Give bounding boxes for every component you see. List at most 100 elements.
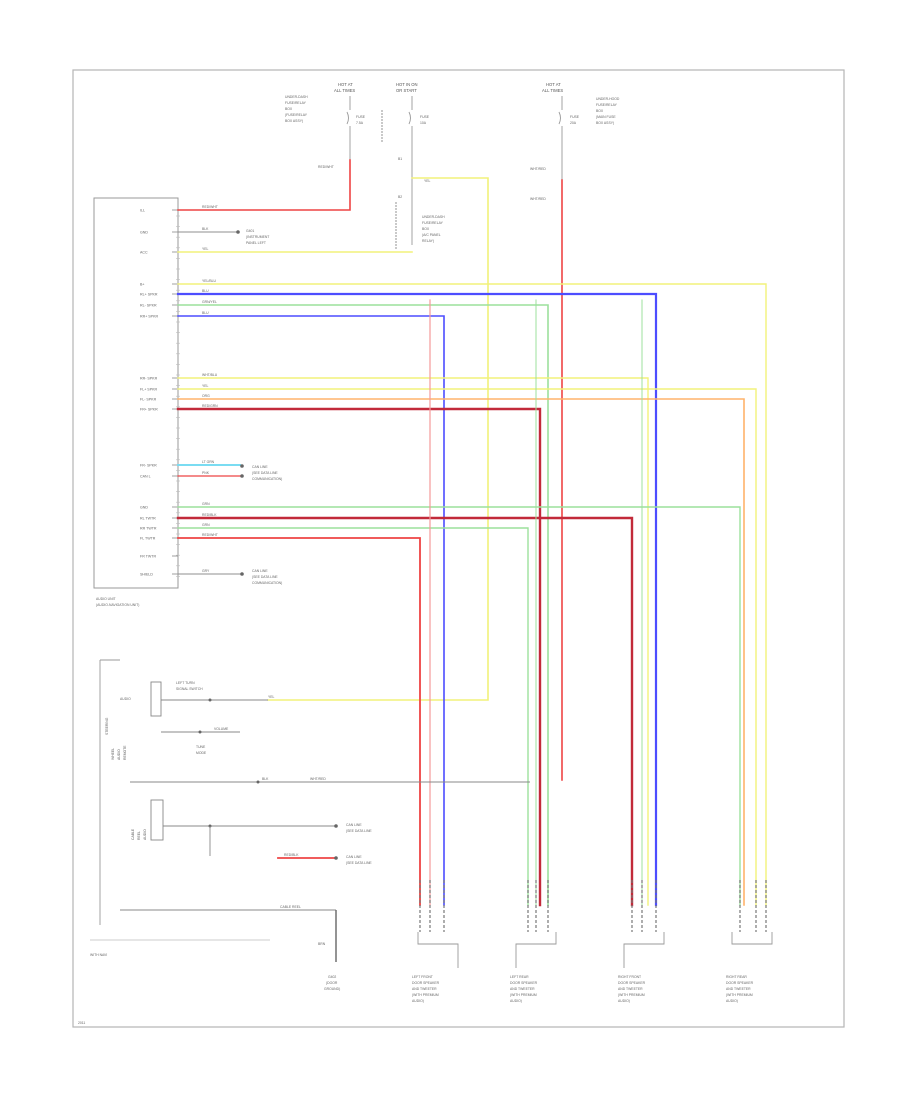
ill-gnd-line2: (INSTRUMENT: [246, 235, 269, 239]
wire-blue-fl: [177, 315, 445, 906]
fuse-a-box-line5: BOX ASSY): [285, 119, 303, 123]
spk1-line4: (WITH PREMIUM: [412, 993, 439, 997]
fuse-c-box-line5: BOX ASSY): [596, 121, 614, 125]
wire-red-lf: [177, 537, 421, 906]
spk1-line3: AND TWEETER: [412, 987, 437, 991]
can-3-line2: (SEE DATA LINE: [252, 575, 278, 579]
lbl-red-grn: RED/GRN: [202, 404, 218, 408]
audio-pin-label: RR TWTR: [140, 527, 157, 531]
speaker-connector-ticks: [419, 880, 767, 932]
speaker-left-rear: LEFT REAR DOOR SPEAKER AND TWEETER (WITH…: [510, 932, 557, 1003]
fuse-c-hot-line1: HOT AT: [546, 82, 561, 87]
wire-yellow-rf: [177, 377, 649, 906]
can-4-dot: [334, 824, 338, 828]
fuse-group-b: HOT IN ON OR START FUSE 10A B1 B2 UNDER-…: [395, 82, 445, 250]
lbl-wht-yel: WHT/BLU: [202, 373, 218, 377]
spk3-line5: AUDIO): [618, 999, 630, 1003]
fuse-c-wire-label2: WHT/RED: [530, 197, 546, 201]
switch-b-box: [150, 799, 164, 841]
steer-block-2: WHEEL: [111, 748, 115, 760]
spk1-bracket: [417, 932, 459, 968]
can-h-line1: CAN LINE: [252, 465, 268, 469]
audio-pin-label: FL- SPKR: [140, 398, 157, 402]
audio-pin-label: RR+ SPKR: [140, 315, 158, 319]
dot-ill: [236, 230, 240, 234]
wire-yellow-rr: [177, 283, 767, 906]
audio-pin-label: RL TWTR: [140, 517, 156, 521]
spk2-line3: AND TWEETER: [510, 987, 535, 991]
audio-pin-label: FL+ SPKR: [140, 388, 157, 392]
can-h-line2: (SEE DATA LINE: [252, 471, 278, 475]
relay-b-line4: (A/C PANEL: [422, 233, 441, 237]
fuse-b-hot-line2: OR START: [396, 88, 417, 93]
switch-a-wire: YEL: [268, 695, 275, 699]
fuse-a-id: FUSE: [356, 115, 366, 119]
lbl-org: ORG: [202, 394, 210, 398]
spk3-line1: RIGHT FRONT: [618, 975, 641, 979]
relay-b-id2: B2: [398, 195, 402, 199]
fuse-a-wire-label: RED/WHT: [318, 165, 334, 169]
wire-darkred-lr: [176, 407, 542, 907]
lbl-pnk: PNK: [202, 471, 210, 475]
can-3-line1: CAN LINE: [252, 569, 268, 573]
spk2-bracket: [515, 932, 557, 968]
lbl-gry: GRY: [202, 569, 210, 573]
fuse-c-box-line3: BOX: [596, 109, 604, 113]
audio-pin-label: RR- SPKR: [140, 377, 158, 381]
lbl-blu2: BLU: [202, 311, 209, 315]
fuse-b-symbol: [408, 111, 411, 125]
audio-pin-label: FL TWTR: [140, 537, 156, 541]
audio-pin-label: RL+ SPKR: [140, 293, 158, 297]
steer-block2-3: AUDIO: [143, 829, 147, 840]
audio-pin-label: CAN L: [140, 475, 151, 479]
audio-pin-label: FR TWTR: [140, 555, 157, 559]
audio-pin-label: GND: [140, 506, 148, 510]
ill-gnd-line3: PANEL LEFT: [246, 241, 266, 245]
fuse-b-wire-label: YEL: [424, 179, 431, 183]
lbl-lt-grn: LT GRN: [202, 460, 215, 464]
fuse-a-box-line3: BOX: [285, 107, 293, 111]
steer-block-4: REMOTE: [123, 745, 127, 760]
fuse-a-hot-line1: HOT AT: [338, 82, 353, 87]
gnd-lbl-3: (DOOR: [326, 981, 338, 985]
lbl-blu: BLU: [202, 289, 209, 293]
fuse-c-amp: 20A: [570, 121, 577, 125]
spk2-line1: LEFT REAR: [510, 975, 529, 979]
switch-a-mode: MODE: [196, 751, 207, 755]
switch-a-vol: VOLUME: [214, 727, 229, 731]
switch-a-dot: [208, 698, 212, 702]
wire-yellow-relay-b: [267, 177, 489, 701]
switch-a-lbl2: SIGNAL SWITCH: [176, 687, 203, 691]
spk1-line1: LEFT FRONT: [412, 975, 433, 979]
lbl-red-wht2: RED/WHT: [202, 533, 218, 537]
speaker-right-front: RIGHT FRONT DOOR SPEAKER AND TWEETER (WI…: [618, 932, 665, 1003]
can-h-line3: COMMUNICATION): [252, 477, 282, 481]
wire-orange-rr: [177, 398, 745, 906]
wire-green-fl: [177, 304, 549, 906]
audio-pin-label: FR+ SPKR: [140, 408, 158, 412]
spk3-line4: (WITH PREMIUM: [618, 993, 645, 997]
audio-pin-label: FR- SPKR: [140, 464, 157, 468]
wire-green-lr: [177, 527, 529, 906]
fuse-a-box-line2: FUSE/RELAY: [285, 101, 307, 105]
spk2-line4: (WITH PREMIUM: [510, 993, 537, 997]
audio-unit-box: [93, 197, 179, 589]
fuse-a-box-line1: UNDER-DASH: [285, 95, 308, 99]
fuse-a-box-line4: (FUSE/RELAY: [285, 113, 308, 117]
with-nav-label: WITH NAVI: [90, 953, 107, 957]
audio-unit-name2: (AUDIO-NAVIGATION UNIT): [96, 603, 139, 607]
steer-block2-1: CABLE: [131, 828, 135, 840]
dot-shield: [240, 572, 244, 576]
gnd-lbl-2: G402: [328, 975, 336, 979]
steer-gnd-lbl: BLK: [262, 777, 269, 781]
fuse-a-hot-line2: ALL TIMES: [334, 88, 355, 93]
audio-pin-label: GND: [140, 231, 148, 235]
spk3-line2: DOOR SPEAKER: [618, 981, 646, 985]
switch-b-red-lbl: RED/BLK: [284, 853, 299, 857]
can-3-line3: COMMUNICATION): [252, 581, 282, 585]
lbl-grn2: GRN: [202, 523, 210, 527]
steer-block-3: AUDIO: [117, 749, 121, 760]
audio-pin-label: B+: [140, 283, 145, 287]
gnd-wire-lbl: BRN: [318, 942, 326, 946]
